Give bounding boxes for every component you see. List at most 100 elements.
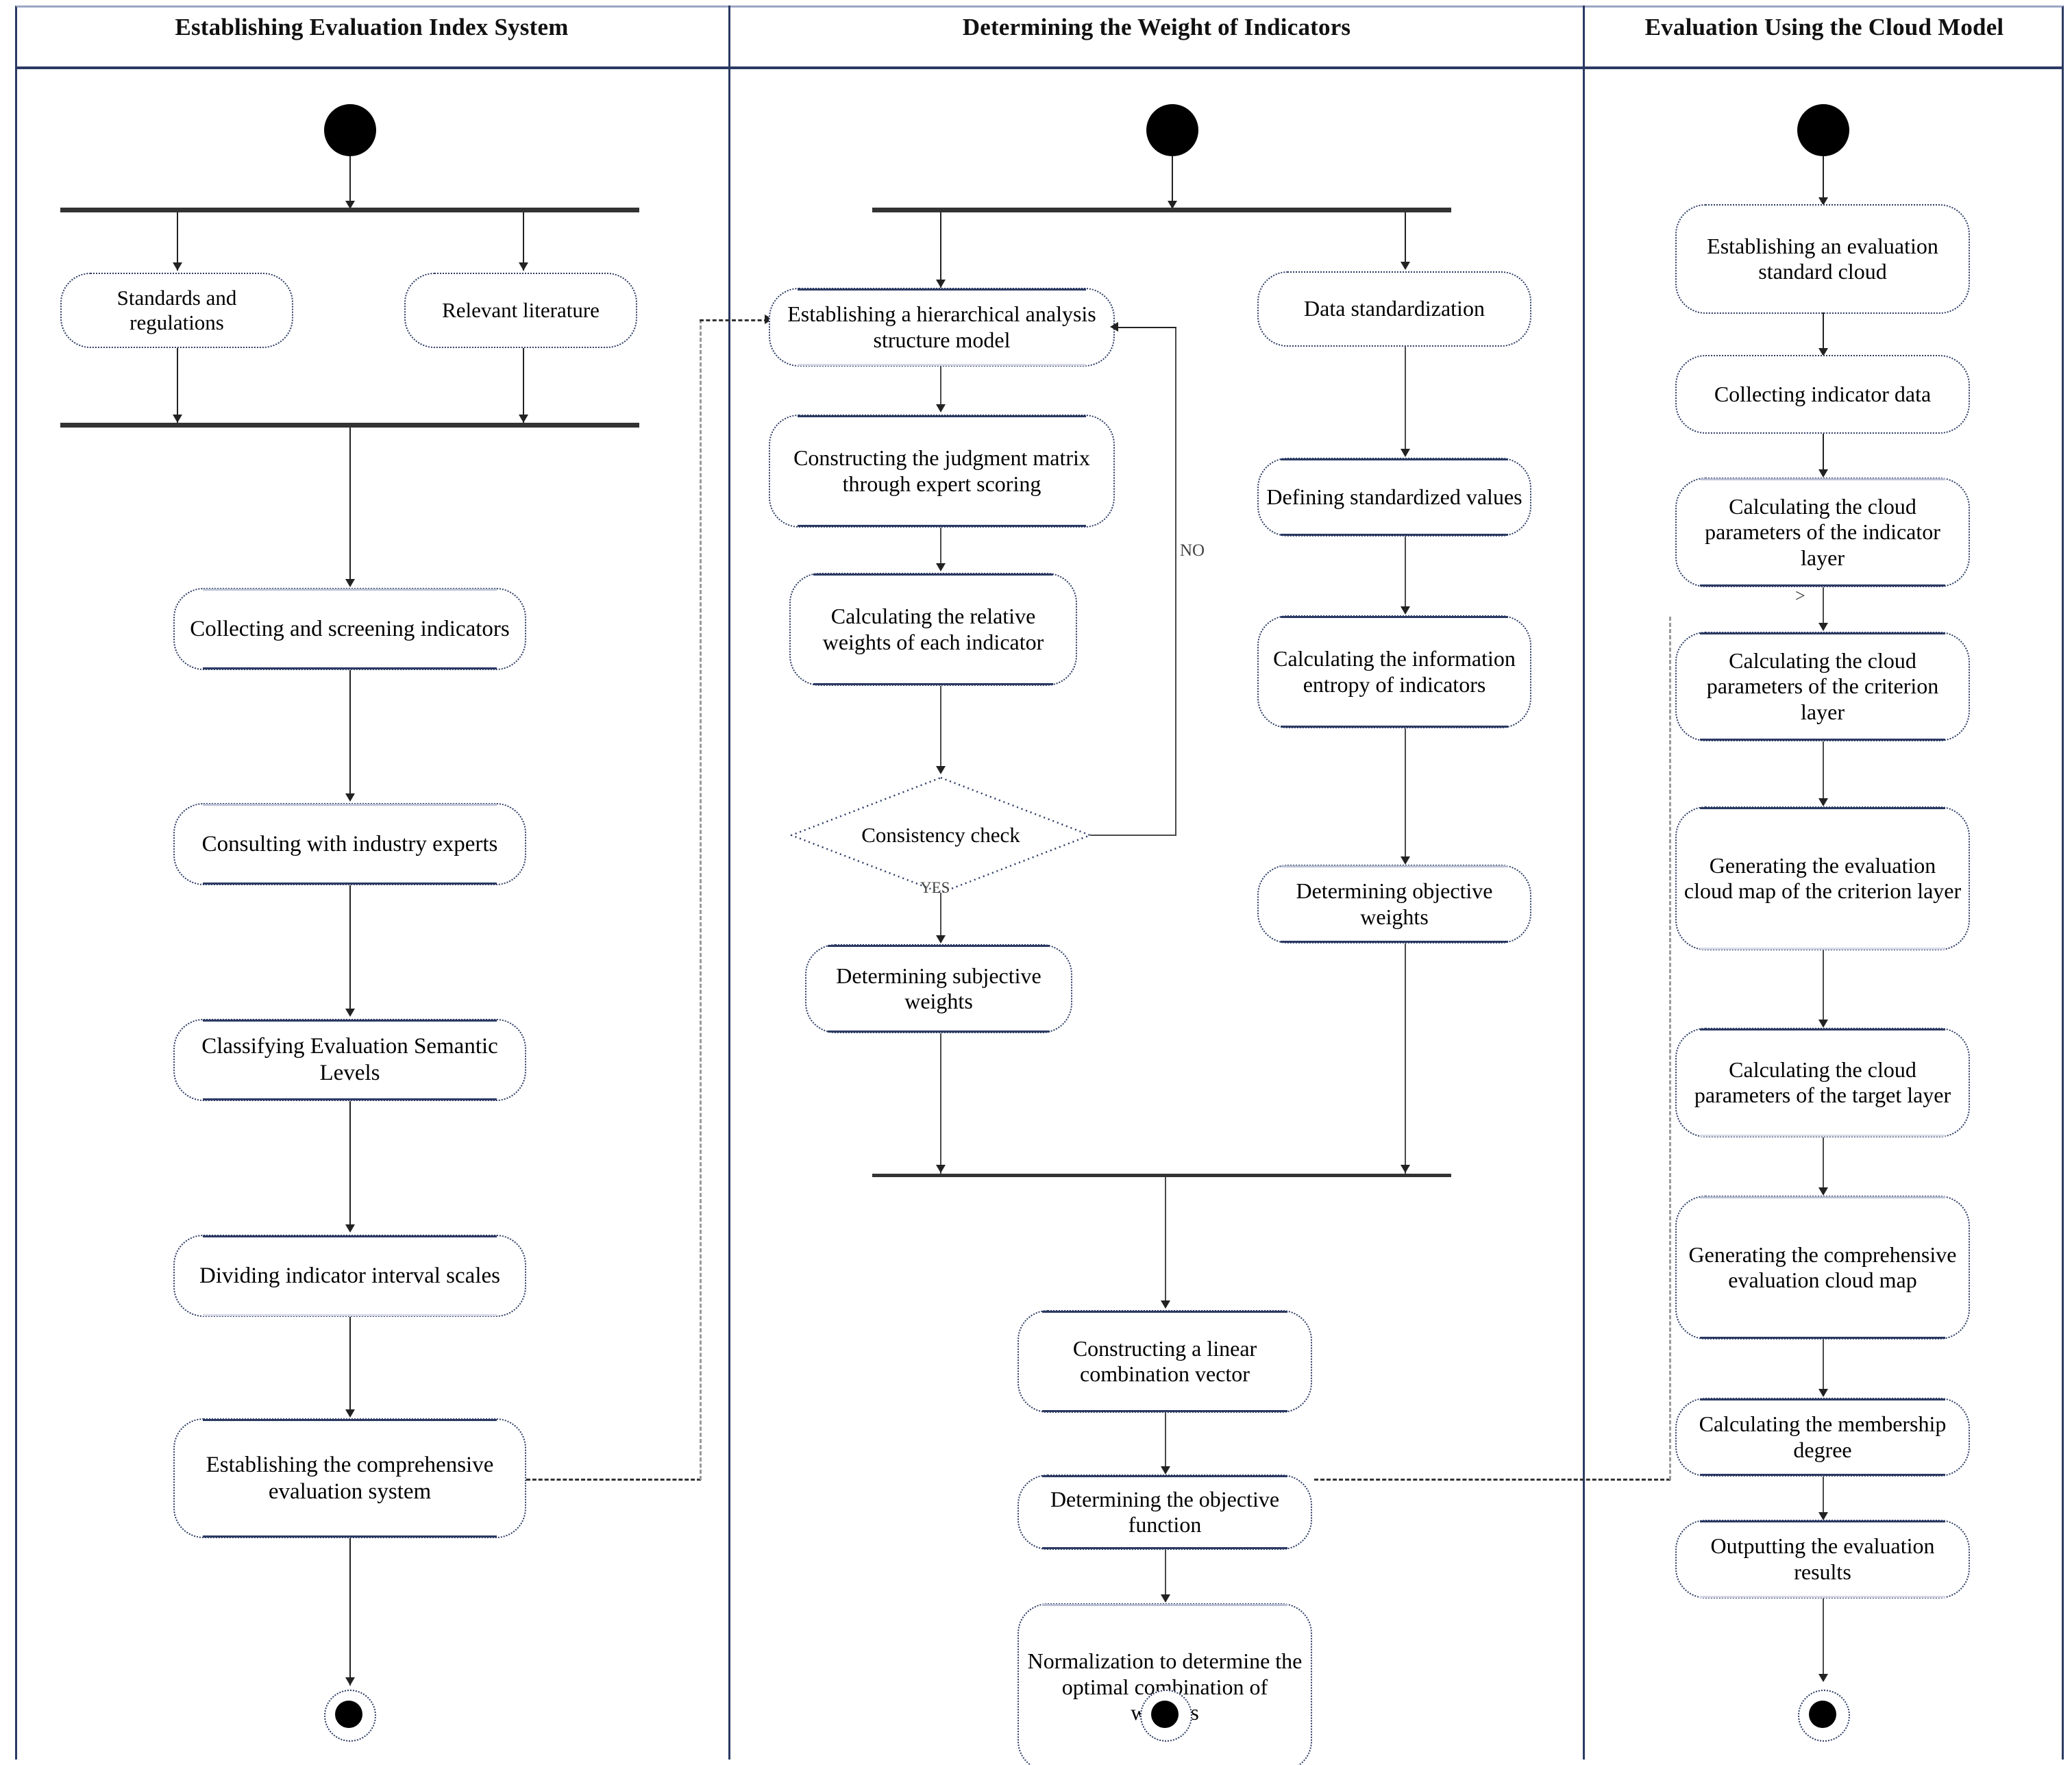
action-calculating-the-information-entropy-of-indicators[interactable]: Calculating the information entropy of i… (1257, 615, 1531, 728)
initial-node-lane2 (1146, 104, 1198, 156)
connector-standards-join (177, 348, 178, 423)
edge-label-no: NO (1180, 541, 1205, 560)
lane-title-1: Establishing Evaluation Index System (175, 14, 569, 40)
swimlane-frame (15, 5, 2064, 1760)
action-constructing-the-judgment-matrix-through-expert-scoring[interactable]: Constructing the judgment matrix through… (769, 415, 1115, 528)
dashed-link-lane2-to-lane3-h (1314, 1479, 1670, 1481)
arrowhead (1818, 623, 1828, 631)
node-label: Establishing a hierarchical analysis str… (787, 301, 1096, 352)
node-label: Calculating the cloud parameters of the … (1706, 647, 1939, 724)
arrowhead (1818, 348, 1828, 356)
node-label: Defining standardized values (1266, 484, 1522, 509)
action-collecting-indicator-data[interactable]: Collecting indicator data (1675, 355, 1970, 434)
arrowhead (1818, 1389, 1828, 1397)
connector-establish-end (349, 1538, 351, 1686)
final-node-inner (335, 1701, 362, 1728)
action-establishing-an-evaluation-standard-cloud[interactable]: Establishing an evaluation standard clou… (1675, 204, 1970, 314)
node-label: Calculating the relative weights of each… (822, 604, 1044, 654)
connector-targetlayer-compmap (1823, 1137, 1824, 1194)
action-data-standardization[interactable]: Data standardization (1257, 271, 1531, 347)
node-label: Generating the comprehensive evaluation … (1688, 1242, 1957, 1292)
arrowhead (519, 415, 528, 423)
dashed-link-lane1-to-lane2-h2 (700, 319, 768, 321)
action-consulting-with-industry-experts[interactable]: Consulting with industry experts (173, 803, 526, 885)
action-standards-and-regulations[interactable]: Standards and regulations (60, 273, 293, 348)
arrowhead (1161, 1466, 1170, 1474)
connector-fork-hierarchy (940, 212, 941, 288)
connector-entropy-objective (1405, 728, 1406, 862)
action-collecting-and-screening-indicators[interactable]: Collecting and screening indicators (173, 588, 526, 670)
action-calculating-the-relative-weights-of-each-indicator[interactable]: Calculating the relative weights of each… (789, 573, 1077, 686)
action-generating-the-evaluation-cloud-map-of-the-criterion-layer[interactable]: Generating the evaluation cloud map of t… (1675, 806, 1970, 950)
arrowhead (345, 1409, 355, 1418)
lane-divider-1 (728, 5, 730, 1760)
arrowhead (1818, 798, 1828, 806)
lane-title-2: Determining the Weight of Indicators (962, 14, 1351, 40)
node-label: Outputting the evaluation results (1710, 1533, 1935, 1584)
action-calculating-the-cloud-parameters-of-the-indicator-layer[interactable]: Calculating the cloud parameters of the … (1675, 478, 1970, 587)
chevron-right-icon: > (1795, 586, 1805, 606)
action-relevant-literature[interactable]: Relevant literature (404, 273, 637, 348)
dashed-link-lane1-to-lane2-h (526, 1479, 701, 1481)
node-label: Calculating the cloud parameters of the … (1705, 493, 1940, 570)
arrowhead (345, 579, 355, 587)
connector-objfunc-normalize (1165, 1550, 1166, 1599)
action-generating-the-comprehensive-evaluation-cloud-map[interactable]: Generating the comprehensive evaluation … (1675, 1196, 1970, 1340)
connector-l2-start-fork (1172, 156, 1173, 208)
final-node-lane3 (1798, 1690, 1850, 1742)
initial-node-lane1 (324, 104, 376, 156)
connector-l3-start-stdcloud (1823, 156, 1824, 204)
connector-divide-establish (349, 1317, 351, 1416)
action-constructing-a-linear-combination-vector[interactable]: Constructing a linear combination vector (1018, 1310, 1312, 1413)
lane-divider-2 (1583, 5, 1585, 1760)
action-classifying-evaluation-semantic-levels[interactable]: Classifying Evaluation Semantic Levels (173, 1019, 526, 1101)
final-node-inner (1151, 1701, 1179, 1728)
action-determining-the-objective-function[interactable]: Determining the objective function (1018, 1474, 1312, 1550)
connector-literature-join (523, 348, 524, 423)
arrowhead (173, 415, 182, 423)
arrowhead (1168, 201, 1177, 209)
action-establishing-the-comprehensive-evaluation-system[interactable]: Establishing the comprehensive evaluatio… (173, 1418, 526, 1538)
action-calculating-the-membership-degree[interactable]: Calculating the membership degree (1675, 1398, 1970, 1477)
connector-collect-consult (349, 670, 351, 800)
connector-fork-literature (523, 212, 524, 271)
final-node-inner (1809, 1701, 1836, 1728)
arrowhead (1818, 1512, 1828, 1520)
action-determining-subjective-weights[interactable]: Determining subjective weights (805, 944, 1072, 1033)
fork-bar-lane2 (872, 208, 1451, 212)
connector-classify-divide (349, 1101, 351, 1231)
dashed-link-lane2-to-lane3-v (1669, 617, 1671, 1480)
action-outputting-the-evaluation-results[interactable]: Outputting the evaluation results (1675, 1520, 1970, 1599)
node-label: Calculating the membership degree (1699, 1411, 1947, 1462)
connector-critmap-targetlayer (1823, 950, 1824, 1026)
arrowhead (345, 793, 355, 802)
action-dividing-indicator-interval-scales[interactable]: Dividing indicator interval scales (173, 1235, 526, 1317)
node-label: Determining subjective weights (836, 963, 1041, 1013)
connector-fork-standards (177, 212, 178, 271)
node-label: Constructing a linear combination vector (1072, 1335, 1257, 1386)
arrowhead (1818, 197, 1828, 206)
node-label: Relevant literature (442, 297, 600, 322)
edge-label-yes: YES (920, 879, 950, 896)
arrowhead (936, 1165, 946, 1173)
action-establishing-a-hierarchical-analysis-structure-model[interactable]: Establishing a hierarchical analysis str… (769, 288, 1115, 367)
node-label: Standards and regulations (116, 285, 237, 334)
join-bar-lane1 (60, 423, 639, 428)
action-calculating-the-cloud-parameters-of-the-criterion-layer[interactable]: Calculating the cloud parameters of the … (1675, 632, 1970, 741)
arrowhead (1401, 606, 1410, 615)
decision-consistency-check[interactable]: Consistency check (790, 776, 1092, 894)
arrowhead (1110, 322, 1118, 332)
connector-relweights-consistency (940, 686, 941, 772)
arrowhead (1401, 262, 1410, 270)
connector-fork-datastd (1405, 212, 1406, 269)
action-calculating-the-cloud-parameters-of-the-target-layer[interactable]: Calculating the cloud parameters of the … (1675, 1028, 1970, 1137)
connector-stdcloud-collectdata (1823, 312, 1824, 355)
action-defining-standardized-values[interactable]: Defining standardized values (1257, 458, 1531, 536)
node-label: Constructing the judgment matrix through… (793, 445, 1090, 496)
connector-judgment-relweights (940, 528, 941, 570)
action-determining-objective-weights[interactable]: Determining objective weights (1257, 865, 1531, 943)
dashed-link-lane1-to-lane2-v (700, 319, 702, 1480)
node-label: Classifying Evaluation Semantic Levels (201, 1034, 498, 1085)
final-node-lane1 (324, 1690, 376, 1742)
join-bar-lane2 (872, 1174, 1451, 1177)
